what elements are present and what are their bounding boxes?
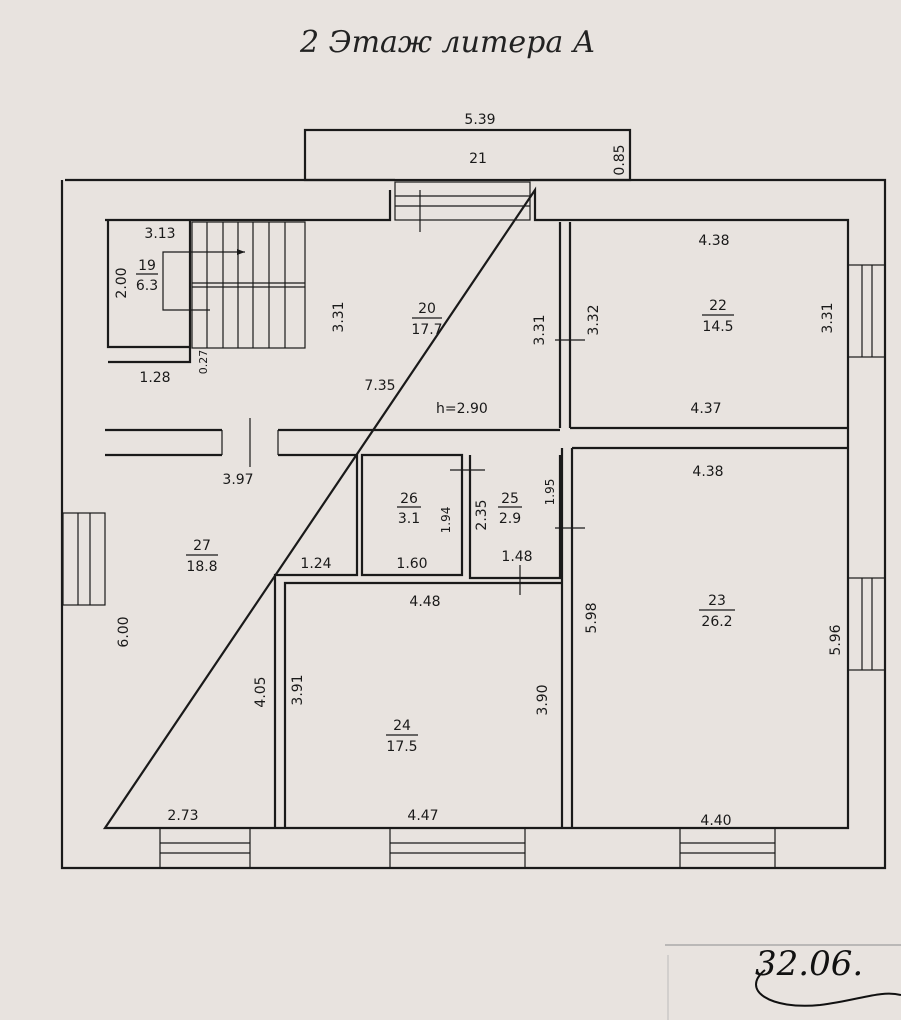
dim: 2.35 xyxy=(474,499,490,530)
windows xyxy=(62,181,886,869)
plan-title: 2 Этаж литера А xyxy=(299,25,596,60)
dim: 4.40 xyxy=(700,813,731,829)
dim: 3.32 xyxy=(586,304,602,335)
dim: 0.27 xyxy=(197,350,210,375)
dim: 7.35 xyxy=(364,378,395,394)
room-area: 2.9 xyxy=(499,511,521,527)
dim: 3.90 xyxy=(535,684,551,715)
room-number: 19 xyxy=(138,258,156,274)
dim: 4.38 xyxy=(692,464,723,480)
ceiling-height: h=2.90 xyxy=(436,401,488,417)
dim: 5.98 xyxy=(584,602,600,633)
room-25: 25 2.9 2.35 1.95 1.48 xyxy=(474,479,557,565)
dim: 3.91 xyxy=(290,674,306,705)
room-20: 3.31 3.31 7.35 1.28 0.27 20 17.7 h=2.90 xyxy=(139,301,548,417)
balcony-number: 21 xyxy=(469,151,487,167)
dim: 4.38 xyxy=(698,233,729,249)
room-number: 23 xyxy=(708,593,726,609)
room-area: 3.1 xyxy=(398,511,420,527)
room-area: 18.8 xyxy=(186,559,217,575)
staircase xyxy=(162,221,306,349)
dim: 3.31 xyxy=(532,314,548,345)
dim: 3.31 xyxy=(331,301,347,332)
dim: 4.37 xyxy=(690,401,721,417)
room-area: 17.7 xyxy=(411,322,442,338)
dim: 3.31 xyxy=(820,302,836,333)
dim: 1.24 xyxy=(300,556,331,572)
dim: 1.95 xyxy=(543,479,557,506)
room-number: 26 xyxy=(400,491,418,507)
room-27: 3.97 6.00 1.24 2.73 4.05 27 18.8 xyxy=(116,472,332,824)
room-26: 26 3.1 1.60 1.94 xyxy=(396,491,453,572)
room-number: 25 xyxy=(501,491,519,507)
dim: 4.05 xyxy=(253,676,269,707)
room-area: 6.3 xyxy=(136,278,158,294)
room-number: 22 xyxy=(709,298,727,314)
dim: 3.13 xyxy=(144,226,175,242)
dim: 1.94 xyxy=(439,507,453,534)
balcony-width: 5.39 xyxy=(464,112,495,128)
dim: 4.48 xyxy=(409,594,440,610)
signature-date: 32.06. xyxy=(755,944,863,984)
outer-walls xyxy=(60,178,887,870)
dim: 1.28 xyxy=(139,370,170,386)
dim: 3.97 xyxy=(222,472,253,488)
room-number: 27 xyxy=(193,538,211,554)
signature-stamp: 32.06. xyxy=(665,944,901,1020)
balcony-depth: 0.85 xyxy=(612,144,628,175)
room-19: 3.13 2.00 19 6.3 xyxy=(114,226,176,299)
dim: 5.96 xyxy=(828,624,844,655)
dim: 2.73 xyxy=(167,808,198,824)
room-area: 17.5 xyxy=(386,739,417,755)
room-23: 4.38 4.40 5.98 5.96 23 26.2 xyxy=(584,464,844,829)
room-number: 24 xyxy=(393,718,411,734)
room-22: 4.38 4.37 3.32 3.31 22 14.5 xyxy=(586,233,836,417)
room-24: 4.48 4.47 3.91 3.90 24 17.5 xyxy=(290,594,551,824)
room-number: 20 xyxy=(418,301,436,317)
dim: 4.47 xyxy=(407,808,438,824)
dim: 1.48 xyxy=(501,549,532,565)
dim: 1.60 xyxy=(396,556,427,572)
room-area: 26.2 xyxy=(701,614,732,630)
dim: 2.00 xyxy=(114,267,130,298)
balcony-21: 5.39 21 0.85 xyxy=(303,112,632,182)
dim: 6.00 xyxy=(116,616,132,647)
room-area: 14.5 xyxy=(702,319,733,335)
interior-walls xyxy=(105,190,848,828)
